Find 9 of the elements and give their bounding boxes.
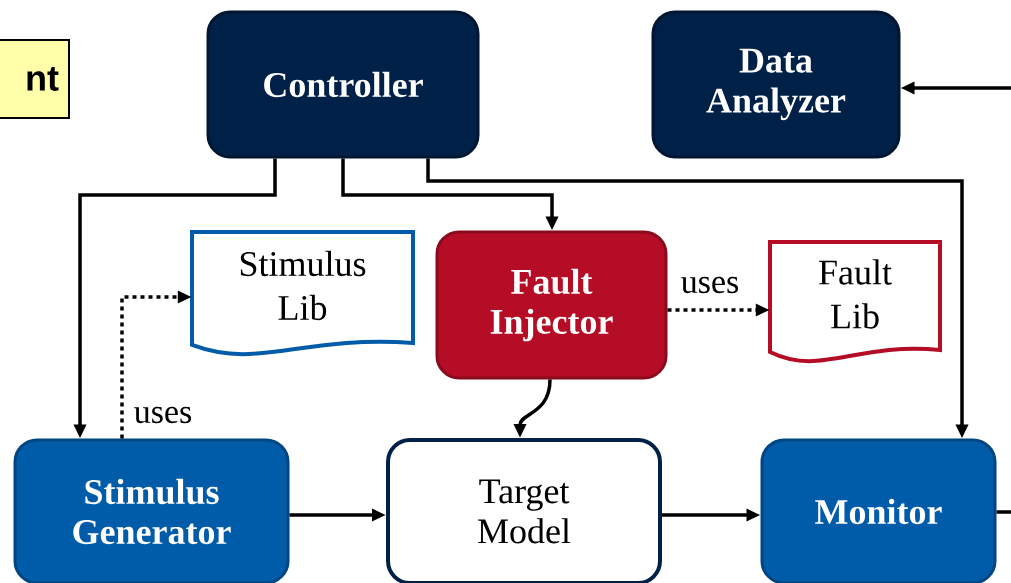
- process-box: Target Model: [386, 438, 662, 583]
- note-box: nt: [0, 39, 70, 119]
- process-box: Fault Injector: [435, 230, 668, 380]
- process-box: Stimulus Generator: [13, 438, 290, 583]
- process-box: Data Analyzer: [651, 10, 901, 159]
- process-box: Controller: [206, 10, 480, 159]
- edge-label: uses: [681, 276, 739, 294]
- edge-label: uses: [134, 406, 192, 424]
- process-box: Monitor: [760, 438, 997, 583]
